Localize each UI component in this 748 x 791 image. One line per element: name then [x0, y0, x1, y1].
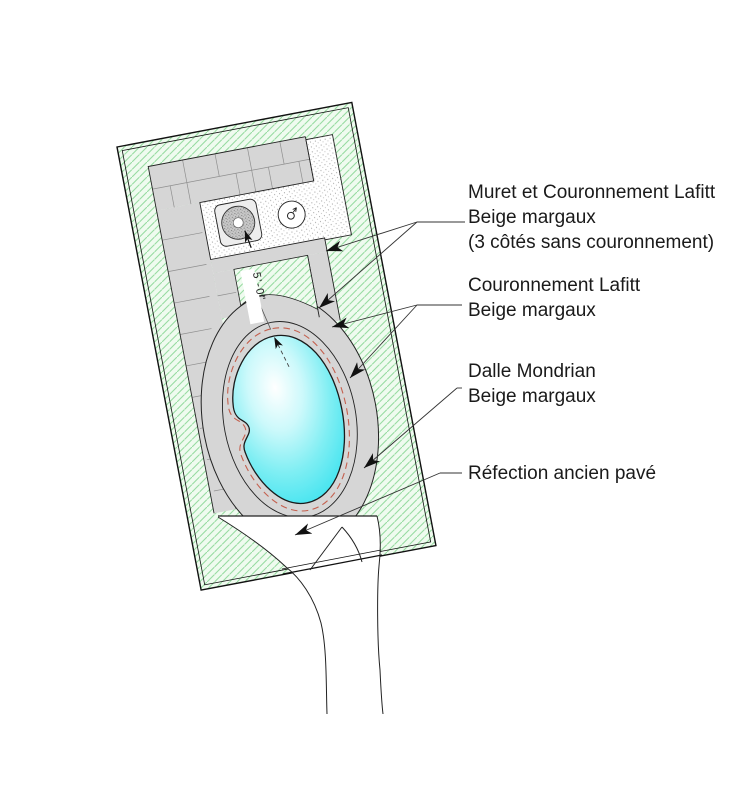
heat-pump-icon	[214, 198, 263, 248]
leader-dalle	[363, 387, 458, 469]
label-line: Réfection ancien pavé	[468, 463, 657, 484]
label-line: Muret et Couronnement Lafitt	[468, 182, 716, 203]
label-line: Beige margaux	[468, 300, 596, 321]
label-line: (3 côtés sans couronnement)	[468, 232, 715, 253]
dimension: 5'-0"	[240, 268, 290, 367]
leader-muret-1	[325, 221, 418, 252]
leader-muret-2	[318, 221, 418, 309]
label-line: Dalle Mondrian	[468, 361, 596, 382]
path-edge-left	[217, 516, 328, 715]
refection-area	[217, 515, 384, 715]
leader-refection	[294, 472, 441, 536]
pool-water	[232, 334, 346, 505]
dimension-text: 5'-0"	[250, 271, 267, 302]
label-line: Beige margaux	[468, 207, 596, 228]
label-dalle: Dalle Mondrian Beige margaux	[468, 359, 596, 409]
leader-couronnement-1	[331, 304, 418, 329]
pump-icon	[277, 200, 306, 229]
label-refection: Réfection ancien pavé	[468, 461, 656, 486]
leader-lines	[294, 221, 465, 536]
label-line: Couronnement Lafitt	[468, 275, 641, 296]
label-muret: Muret et Couronnement Lafitt Beige marga…	[468, 180, 715, 255]
site-rectangle: 5'-0"	[116, 101, 437, 591]
leader-couronnement-2	[349, 304, 418, 379]
path-edge-right	[376, 515, 384, 715]
label-line: Beige margaux	[468, 386, 596, 407]
path-wedge-mark	[309, 526, 363, 571]
label-couronnement: Couronnement Lafitt Beige margaux	[468, 273, 640, 323]
pool-liner-dashed	[227, 327, 350, 512]
